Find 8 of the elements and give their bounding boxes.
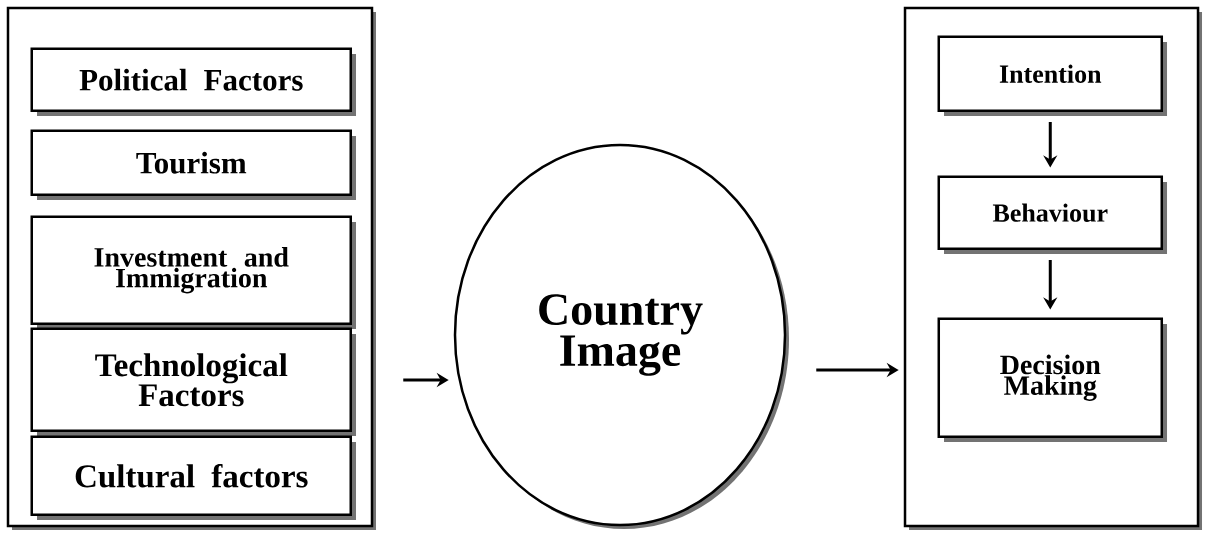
factor-box: Tourism	[30, 129, 352, 196]
factor-box: Intention	[937, 35, 1163, 112]
factor-box: Technological Factors	[30, 327, 352, 432]
factor-box: Decision Making	[937, 317, 1163, 438]
factor-box: Political Factors	[30, 47, 352, 112]
factor-box: Behaviour	[937, 175, 1163, 250]
factor-box: Cultural factors	[30, 435, 352, 516]
factor-box: Investment and Immigration	[30, 215, 352, 325]
